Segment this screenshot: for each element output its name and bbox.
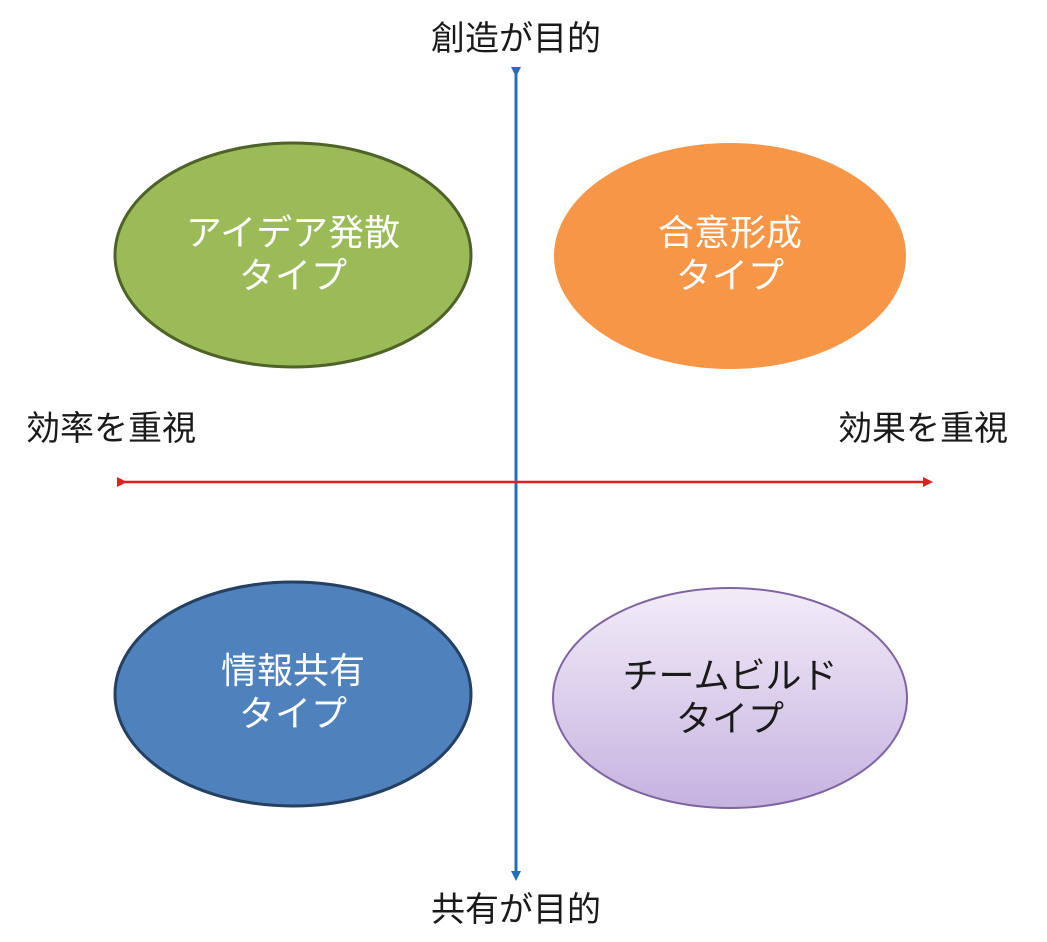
quadrant-label-top-right: 合意形成 タイプ	[552, 212, 908, 298]
quadrant-label-line2: タイプ	[675, 256, 784, 298]
oval-bottom-left	[113, 580, 473, 808]
axis-label-top: 創造が目的	[431, 19, 601, 59]
quadrant-label-line2: タイプ	[238, 694, 347, 736]
quadrant-label-line2: タイプ	[675, 699, 784, 741]
quadrant-label-line1: チームビルド	[622, 656, 838, 697]
quadrant-label-line1: 合意形成	[657, 213, 802, 254]
axis-label-left: 効率を重視	[26, 409, 196, 449]
quadrant-label-bottom-left: 情報共有 タイプ	[115, 650, 471, 736]
oval-top-right	[550, 139, 910, 373]
oval-top-left	[113, 141, 473, 369]
quadrant-label-top-left: アイデア発散 タイプ	[115, 212, 471, 298]
quadrant-label-line2: タイプ	[238, 256, 347, 298]
quadrant-label-bottom-right: チームビルド タイプ	[553, 655, 907, 741]
quadrant-label-line1: アイデア発散	[185, 213, 401, 254]
quadrant-label-line1: 情報共有	[220, 651, 365, 692]
axis-label-right: 効果を重視	[838, 409, 1008, 449]
oval-bottom-right	[552, 587, 908, 809]
axis-label-bottom: 共有が目的	[431, 890, 601, 930]
